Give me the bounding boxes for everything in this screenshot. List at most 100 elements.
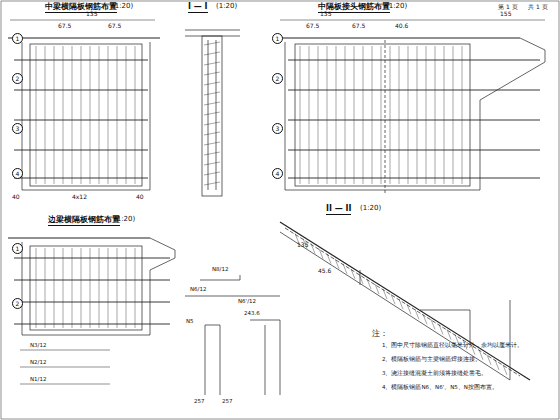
annotation: 257 <box>194 398 205 404</box>
rebar-line <box>108 46 109 184</box>
rebar-line <box>45 46 46 184</box>
rebar-line <box>36 248 37 328</box>
annotation: N3/12 <box>30 342 46 348</box>
rebar-line <box>204 102 220 105</box>
rebar-line <box>126 46 127 184</box>
rebar-line <box>495 360 499 370</box>
rebar-line <box>327 46 328 184</box>
callout-number: 1 <box>272 33 283 44</box>
rebar-line <box>14 90 148 91</box>
view-title: II — II <box>326 205 351 215</box>
view-title: 边梁横隔板钢筋布置 <box>48 216 120 226</box>
rebar-line <box>72 46 73 184</box>
rebar-line <box>318 46 319 184</box>
rebar-line <box>435 46 436 184</box>
rebar-line <box>204 132 220 135</box>
callout-number: 2 <box>12 298 23 309</box>
rebar-line <box>462 46 463 184</box>
rebar-line <box>204 52 220 55</box>
rebar-line <box>444 46 445 184</box>
annotation: (1:20) <box>114 216 135 224</box>
rebar-line <box>336 46 337 184</box>
rebar-line <box>81 46 82 184</box>
rebar-line <box>14 324 170 325</box>
rebar-line <box>288 60 540 61</box>
rebar-line <box>99 248 100 328</box>
rebar-line <box>399 299 403 309</box>
rebar-line <box>288 178 540 179</box>
annotation: 共 1 页 <box>528 4 548 11</box>
joint-diaphragm <box>280 20 545 195</box>
rebar-line <box>300 46 301 184</box>
rebar-line <box>431 319 435 329</box>
annotation: (1:20) <box>216 3 237 11</box>
rebar-line <box>204 162 220 165</box>
rebar-line <box>359 274 363 284</box>
annotation: 67.5 <box>58 23 71 30</box>
rebar-line <box>14 60 148 61</box>
rebar-line <box>503 365 507 375</box>
rebar-line <box>345 46 346 184</box>
annotation: (1:20) <box>386 3 407 11</box>
rebar-line <box>204 72 220 75</box>
annotation: N8/12 <box>212 266 228 272</box>
annotation: 135 <box>320 11 331 18</box>
annotation: 67.5 <box>352 23 365 30</box>
rebar-line <box>447 330 451 340</box>
callout-number: 3 <box>272 123 283 134</box>
rebar-line <box>54 248 55 328</box>
annotation: 135 <box>86 11 97 18</box>
rebar-line <box>327 254 331 264</box>
annotation: 1、图中尺寸除钢筋直径以毫米计外，余均以厘米计。 <box>382 342 552 348</box>
rebar-line <box>72 248 73 328</box>
rebar-line <box>407 304 411 314</box>
rebar-line <box>423 314 427 324</box>
rebar-line <box>117 46 118 184</box>
rebar-line <box>311 244 315 254</box>
annotation: 第 1 页 <box>498 4 518 11</box>
rebar-line <box>14 258 170 259</box>
rebar-line <box>204 182 220 185</box>
rebar-line <box>54 46 55 184</box>
rebar-line <box>426 46 427 184</box>
rebar-line <box>204 92 220 95</box>
annotation: 3、浇注接缝混凝土前须将接缝处凿毛。 <box>382 370 552 376</box>
annotation: N1/12 <box>30 376 46 382</box>
view-title: 中梁横隔板钢筋布置 <box>45 3 117 13</box>
rebar-line <box>288 150 540 151</box>
rebar-line <box>204 152 220 155</box>
rebar-line <box>63 46 64 184</box>
rebar-line <box>309 46 310 184</box>
annotation: 2、横隔板钢筋与主梁钢筋焊接连接。 <box>382 356 552 362</box>
annotation: 40 <box>136 194 144 201</box>
rebar-line <box>335 259 339 269</box>
callout-number: 3 <box>12 123 23 134</box>
view-title: I — I <box>188 3 208 13</box>
callout-number: 1 <box>12 243 23 254</box>
annotation: 257 <box>222 398 233 404</box>
rebar-line <box>36 46 37 184</box>
section-i <box>185 30 240 196</box>
rebar-line <box>126 248 127 328</box>
rebar-line <box>135 46 136 184</box>
rebar-line <box>204 122 220 125</box>
callout-number: 2 <box>12 73 23 84</box>
rebar-line <box>343 264 347 274</box>
rebar-line <box>351 269 355 279</box>
rebar-line <box>383 289 387 299</box>
annotation: 155 <box>500 11 511 18</box>
rebar-line <box>319 249 323 259</box>
rebar-line <box>375 284 379 294</box>
rebar-line <box>99 46 100 184</box>
rebar-line <box>108 248 109 328</box>
annotation: 40 <box>12 194 20 201</box>
rebar-line <box>90 46 91 184</box>
rebar-line <box>14 150 148 151</box>
rebar-line <box>204 82 220 85</box>
callout-number: 2 <box>272 73 283 84</box>
annotation: 4x12 <box>72 194 87 201</box>
rebar-line <box>135 248 136 328</box>
side-diaphragm <box>8 238 175 384</box>
rebar-line <box>90 248 91 328</box>
